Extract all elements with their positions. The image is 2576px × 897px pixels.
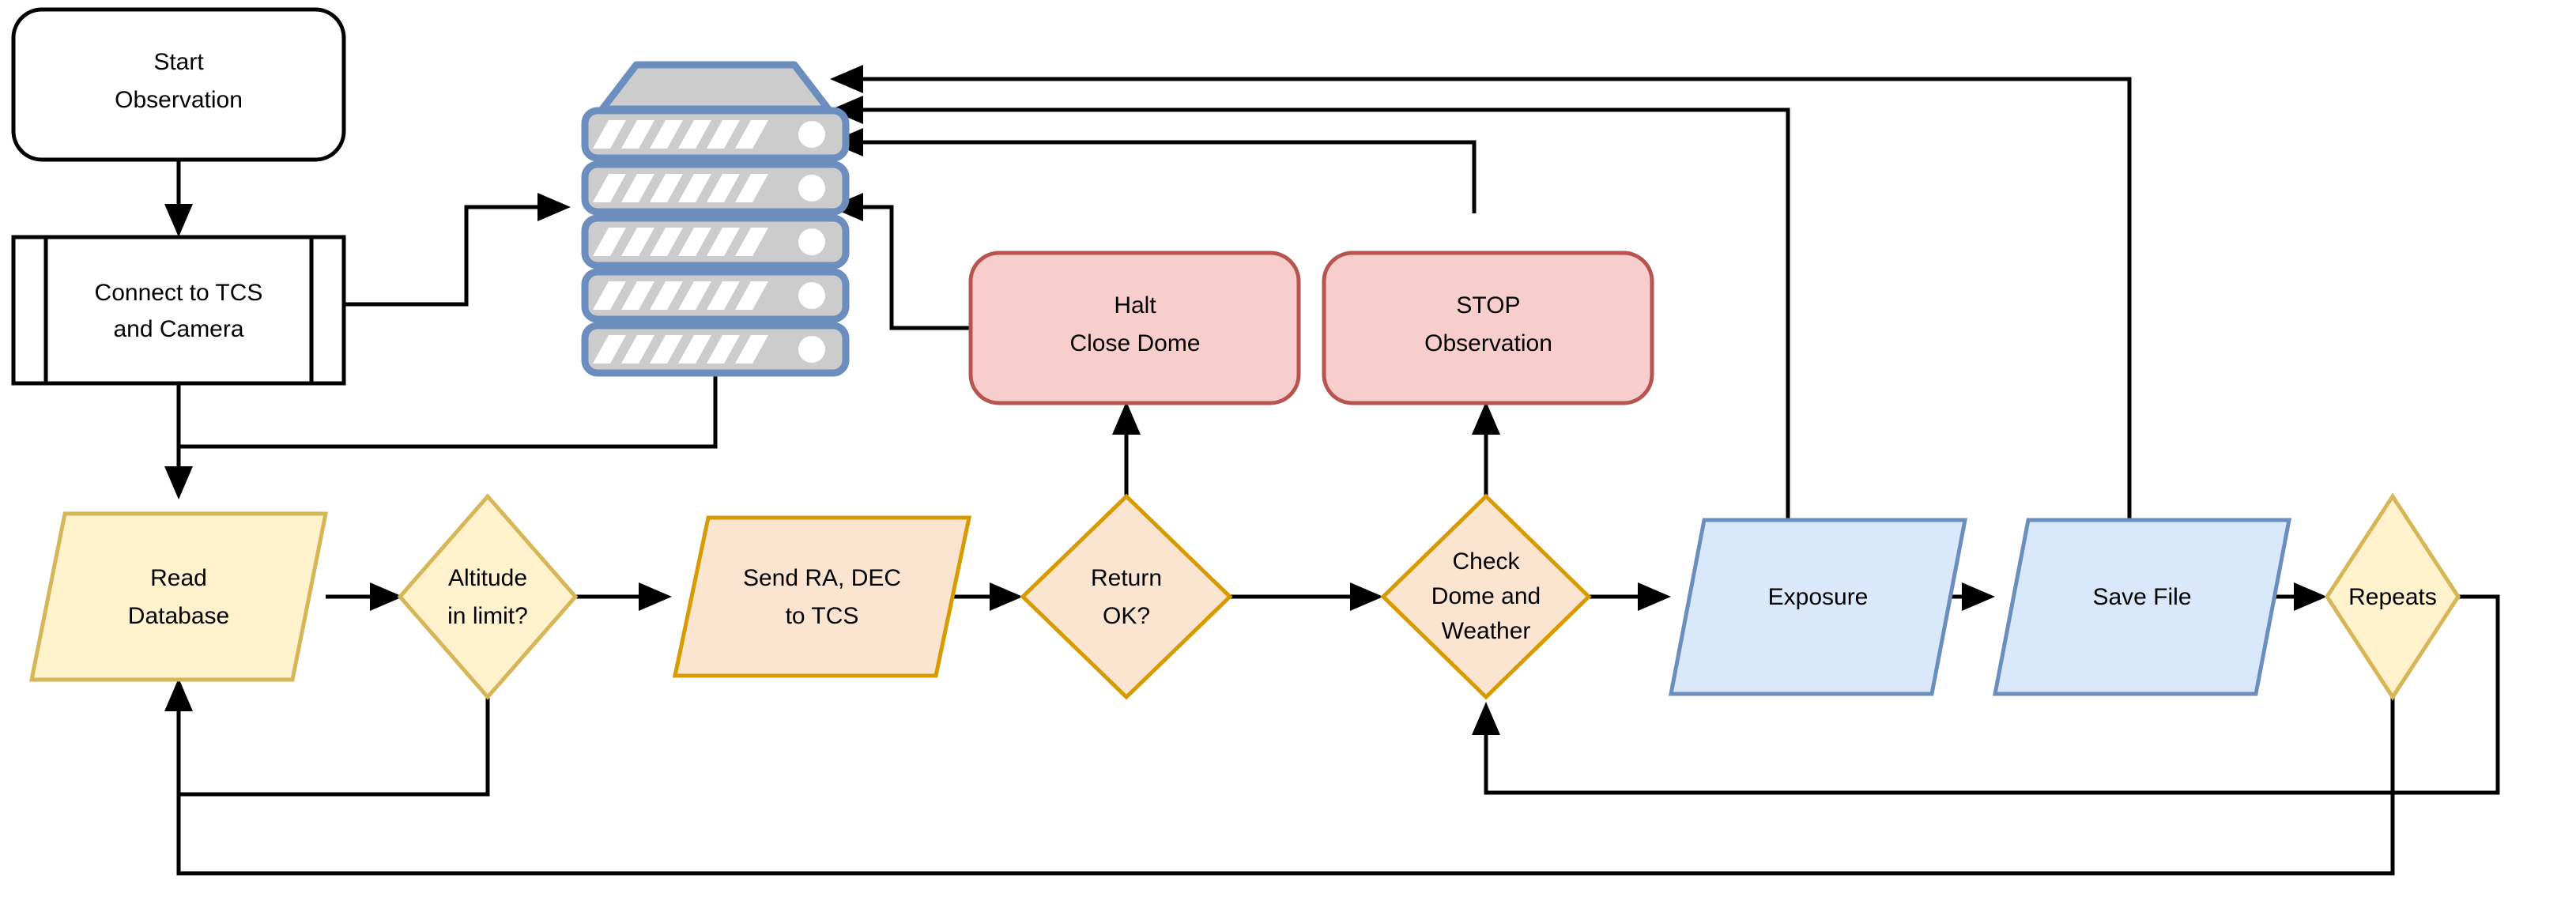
node-repeats[interactable]: Repeats — [2325, 492, 2461, 701]
edge-connect-to-server — [345, 193, 571, 307]
edge-repeats-to-readdb — [176, 697, 2395, 876]
edge-repeats-to-checkdome — [1472, 594, 2500, 795]
node-exposure[interactable]: Exposure — [1668, 518, 1968, 696]
altitude-in-limit-shape[interactable] — [397, 493, 579, 700]
server-top-cap — [598, 61, 832, 113]
send-radec-shape[interactable] — [672, 515, 972, 678]
edge-returnok-to-checkdome — [1230, 582, 1383, 611]
exposure-shape[interactable] — [1668, 518, 1968, 696]
node-stop-observation[interactable]: STOP Observation — [1322, 251, 1654, 405]
edge-exposure-to-server — [830, 96, 1790, 522]
save-file-shape[interactable] — [1992, 518, 2292, 696]
node-send-radec-to-tcs[interactable]: Send RA, DEC to TCS — [672, 515, 972, 678]
server-rack-2 — [581, 160, 850, 216]
node-return-ok[interactable]: Return OK? — [1020, 493, 1233, 700]
node-read-database[interactable]: Read Database — [28, 511, 329, 682]
server-rack-3 — [581, 214, 850, 269]
return-ok-shape[interactable] — [1020, 493, 1233, 700]
edge-returnok-to-halt — [1112, 401, 1141, 496]
node-save-file[interactable]: Save File — [1992, 518, 2292, 696]
edge-sendradec-to-returnok — [945, 582, 1023, 611]
node-start-observation[interactable]: Start Observation — [11, 7, 346, 162]
edge-altitude-to-sendradec — [575, 582, 672, 611]
edge-readdb-to-altitude — [326, 582, 403, 611]
edge-checkdome-to-stop — [1472, 401, 1500, 496]
check-dome-shape[interactable] — [1380, 493, 1592, 700]
edge-stop-to-server — [830, 128, 1477, 213]
start-observation-shape[interactable] — [11, 7, 346, 162]
stop-observation-shape[interactable] — [1322, 251, 1654, 405]
edge-halt-to-server — [830, 193, 971, 330]
edge-layer — [164, 65, 2500, 876]
edge-connect-to-read-database — [164, 383, 193, 499]
repeats-shape[interactable] — [2325, 492, 2461, 701]
halt-close-dome-shape[interactable] — [968, 251, 1301, 405]
node-check-dome-and-weather[interactable]: Check Dome and Weather — [1380, 493, 1592, 700]
server-rack-4 — [581, 268, 850, 323]
read-database-shape[interactable] — [28, 511, 329, 682]
node-connect-to-tcs[interactable]: Connect to TCS and Camera — [11, 235, 346, 386]
node-altitude-in-limit[interactable]: Altitude in limit? — [397, 493, 579, 700]
server-rack-1 — [581, 107, 850, 162]
server-rack-5 — [581, 322, 850, 377]
edge-checkdome-to-exposure — [1589, 582, 1671, 611]
edge-altitude-loop-to-readdb — [164, 678, 490, 797]
node-halt-close-dome[interactable]: Halt Close Dome — [968, 251, 1301, 405]
server-stack-icon[interactable] — [581, 61, 850, 377]
connect-to-tcs-shape[interactable] — [11, 235, 346, 386]
edge-savefile-to-server — [830, 65, 2132, 522]
